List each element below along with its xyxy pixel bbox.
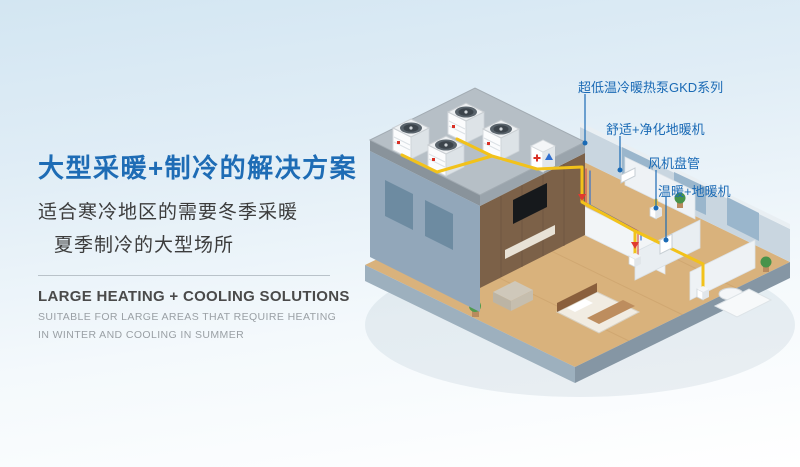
english-title: LARGE HEATING + COOLING SOLUTIONS [38,288,350,305]
callout-label-fan-coil: 风机盘管 [648,156,701,171]
plant [674,192,686,208]
wall-mounted-unit [620,167,636,184]
cold-air-arrow-icon [545,153,553,160]
floor-heating-unit [659,233,673,255]
subtitle-line-2: 夏季制冷的大型场所 [54,235,235,256]
roof-fascia [480,142,585,206]
window [727,197,759,241]
fan-coil-unit [649,205,662,220]
tv [513,183,547,224]
divider [38,275,330,276]
wall-window [385,180,413,230]
plant [760,256,772,272]
plus-icon [533,154,541,162]
fan-coil-unit [628,253,641,268]
page-title: 大型采暖+制冷的解决方案 [38,153,358,183]
english-subtitle-line-2: IN WINTER AND COOLING IN SUMMER [38,329,245,341]
wall-window [425,200,453,250]
roof-fascia [370,140,480,206]
heat-pump-unit [392,118,430,160]
callout-label-comfort-purify-floor-heater: 舒适+净化地暖机 [606,122,705,137]
sofa [493,281,533,311]
heat-pump-unit [447,102,485,144]
tv-console [505,225,555,259]
indoor-units [620,167,709,301]
hot-air-arrow-icon [578,194,586,201]
callout-label-heat-pump-series: 超低温冷暖热泵GKD系列 [578,80,724,95]
left-text-panel: 大型采暖+制冷的解决方案 适合寒冷地区的需要冬季采暖 夏季制冷的大型场所 LAR… [38,148,374,341]
hot-air-arrow-icon [631,242,639,249]
building-illustration [365,87,795,397]
english-subtitle-line-1: SUITABLE FOR LARGE AREAS THAT REQUIRE HE… [38,311,337,323]
callout-label-warm-floor-heater: 温暖+地暖机 [658,184,731,199]
furniture [469,192,773,334]
bathtub [713,288,773,318]
subtitle-line-1: 适合寒冷地区的需要冬季采暖 [38,202,299,223]
fan-coil-unit [696,286,709,301]
bed [555,283,641,334]
pipe-network [400,137,705,290]
airflow-arrows [545,153,639,249]
